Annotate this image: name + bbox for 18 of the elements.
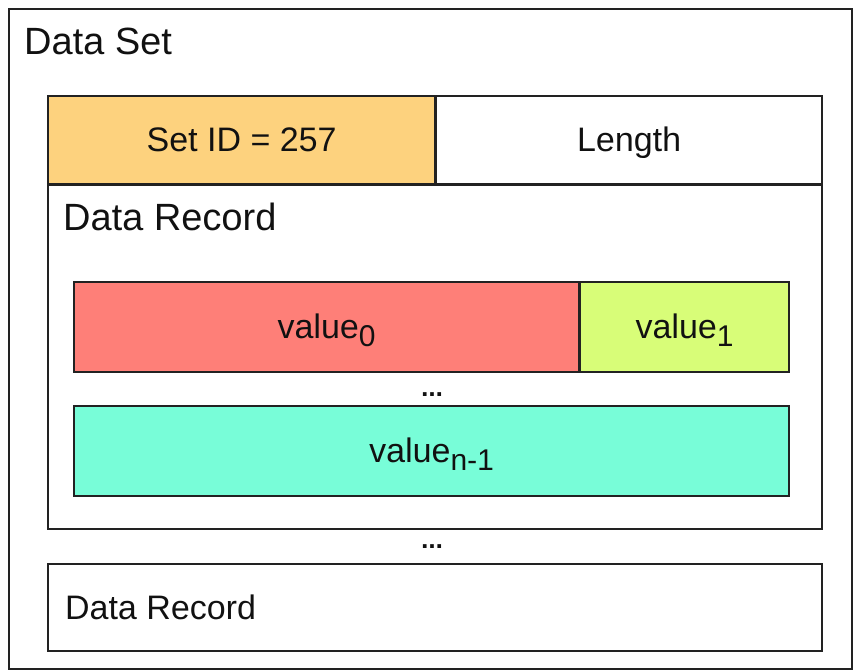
box-title: Data Record	[63, 196, 276, 241]
ellipsis-text: ...	[421, 374, 443, 400]
field-box	[579, 281, 790, 373]
ellipsis-text: ...	[421, 526, 443, 552]
field-box	[47, 95, 436, 185]
box-title: value$_{n-1}$	[369, 434, 494, 468]
field-box	[47, 563, 823, 652]
container-box	[8, 8, 853, 670]
box-title: value$_{1}$	[636, 310, 734, 344]
box-title: Length	[577, 123, 681, 157]
container-box	[47, 184, 823, 530]
field-box	[73, 405, 790, 497]
field-box	[73, 281, 580, 373]
box-title: Set ID = 257	[146, 123, 336, 157]
box-title: Data Set	[24, 20, 172, 65]
box-title: value$_{0}$	[278, 310, 376, 344]
box-title: Data Record	[65, 590, 256, 624]
field-box	[435, 95, 823, 185]
